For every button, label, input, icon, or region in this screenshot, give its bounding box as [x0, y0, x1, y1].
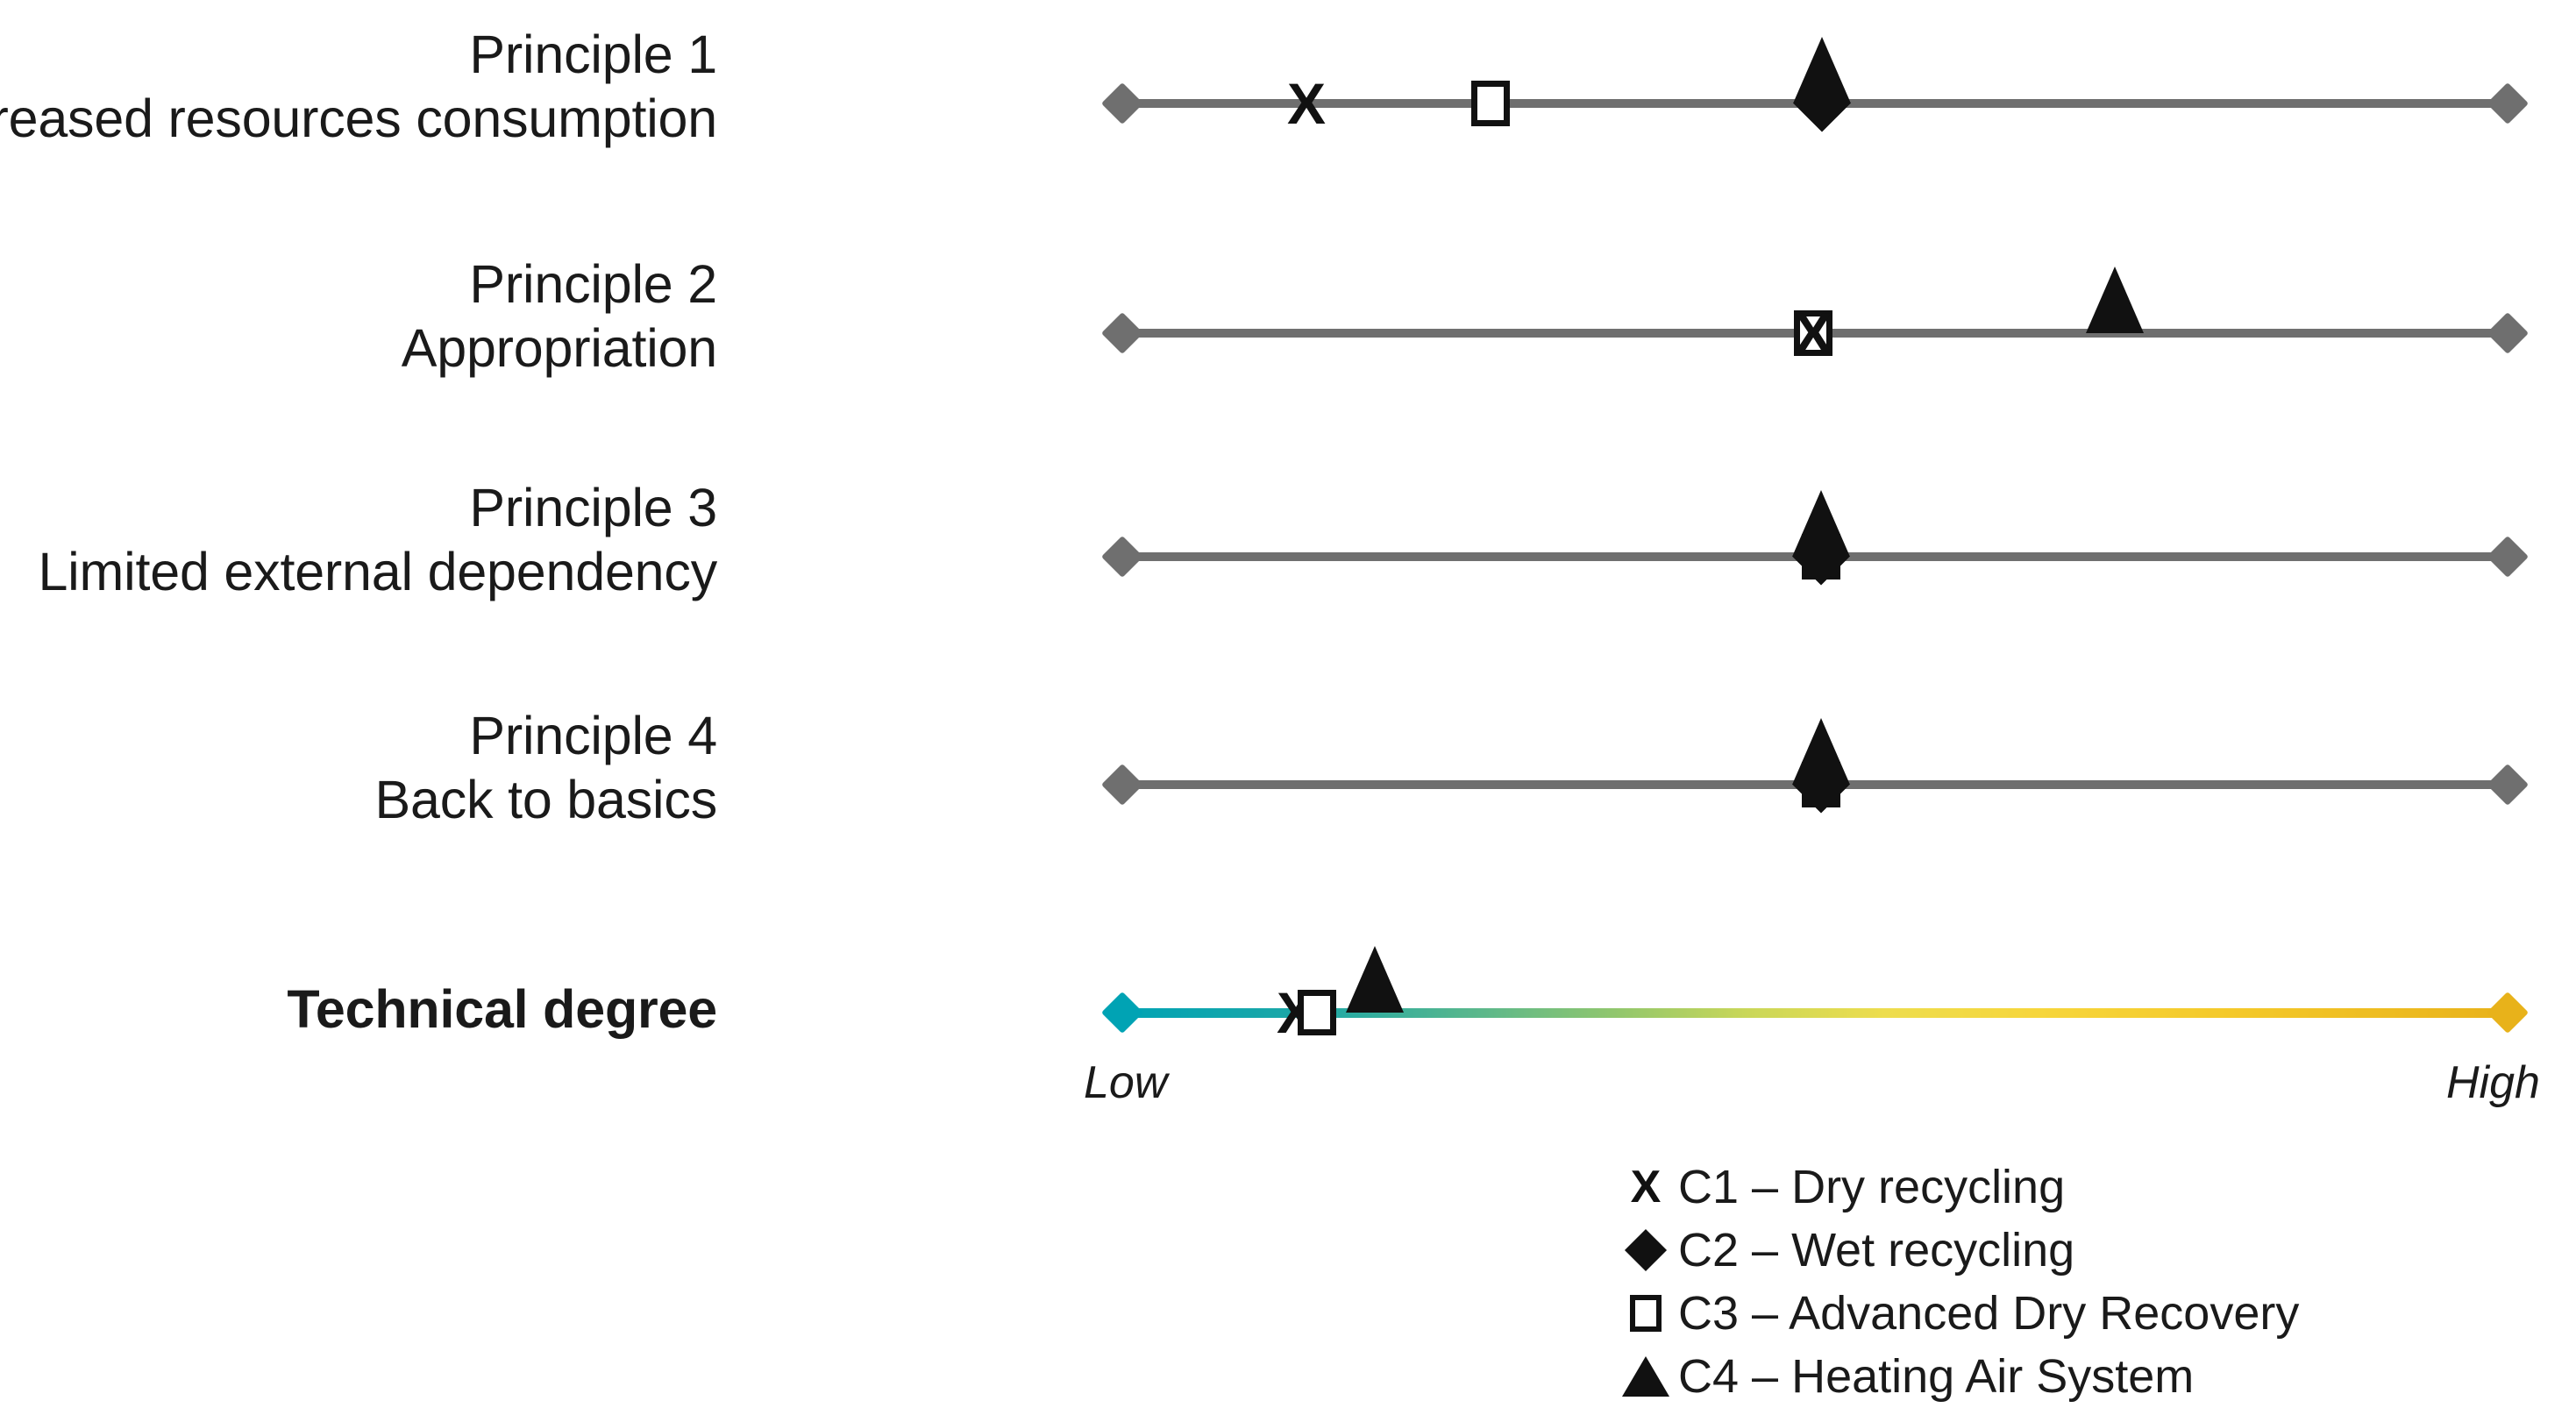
triangle-icon	[1622, 1356, 1669, 1397]
axis-endcap-left-icon	[1100, 991, 1144, 1035]
row-label-principle-4: Principle 4 Back to basics	[0, 704, 718, 832]
legend-label-c1: C1 – Dry recycling	[1678, 1161, 2066, 1213]
marker-c1-x-icon: X	[1286, 71, 1327, 136]
row-label-line2: Appropriation	[401, 318, 717, 379]
marker-c4-triangle-icon	[1346, 946, 1404, 1013]
axis-endcap-right-icon	[2486, 535, 2530, 579]
row-label-line2: Decreased resources consumption	[0, 89, 717, 149]
axis-line-gradient	[1122, 1008, 2508, 1018]
axis-label-high: High	[2446, 1057, 2540, 1108]
legend-symbol-wrap	[1613, 1228, 1678, 1272]
marker-c1-x-icon: X	[1793, 301, 1833, 366]
marker-c3-square-icon	[1794, 310, 1832, 356]
row-label-line1: Principle 2	[469, 254, 717, 314]
legend-item-c3: C3 – Advanced Dry Recovery	[1613, 1282, 2299, 1345]
legend-symbol-wrap	[1613, 1295, 1678, 1332]
marker-c4-triangle-icon	[2086, 267, 2144, 333]
legend-item-c2: C2 – Wet recycling	[1613, 1219, 2299, 1282]
legend: X C1 – Dry recycling C2 – Wet recycling …	[1613, 1156, 2299, 1408]
legend-symbol-wrap: X	[1613, 1164, 1678, 1210]
axis-endcap-right-icon	[2486, 991, 2530, 1035]
row-label-principle-3: Principle 3 Limited external dependency	[0, 476, 717, 604]
axis-endcap-left-icon	[1100, 82, 1144, 125]
axis-label-low: Low	[1084, 1057, 1168, 1108]
row-label-principle-2: Principle 2 Appropriation	[0, 252, 717, 380]
marker-c4-triangle-icon	[1793, 37, 1851, 103]
axis-endcap-right-icon	[2486, 311, 2530, 355]
axis-endcap-left-icon	[1100, 311, 1144, 355]
marker-c3-square-icon	[1298, 990, 1336, 1035]
axis-endcap-right-icon	[2486, 763, 2530, 807]
diamond-icon	[1624, 1228, 1668, 1272]
row-label-principle-1: Principle 1 Decreased resources consumpt…	[0, 23, 717, 151]
row-label-line1: Principle 3	[469, 478, 717, 537]
row-label-line1: Technical degree	[287, 979, 717, 1039]
legend-item-c4: C4 – Heating Air System	[1613, 1345, 2299, 1408]
axis-endcap-left-icon	[1100, 535, 1144, 579]
row-label-line2: Back to basics	[374, 770, 718, 830]
axis-endcap-right-icon	[2486, 82, 2530, 125]
legend-label-c4: C4 – Heating Air System	[1678, 1350, 2195, 1403]
axis-endcap-left-icon	[1100, 763, 1144, 807]
row-label-technical-degree: Technical degree	[0, 978, 717, 1042]
legend-label-c3: C3 – Advanced Dry Recovery	[1678, 1287, 2300, 1340]
x-icon: X	[1630, 1162, 1662, 1212]
row-label-line2: Limited external dependency	[38, 542, 717, 602]
marker-c4-triangle-icon	[1792, 490, 1850, 557]
legend-label-c2: C2 – Wet recycling	[1678, 1224, 2075, 1276]
marker-c4-triangle-icon	[1792, 718, 1850, 785]
legend-item-c1: X C1 – Dry recycling	[1613, 1156, 2299, 1219]
row-label-line1: Principle 4	[469, 706, 717, 765]
legend-symbol-wrap	[1613, 1356, 1678, 1397]
square-icon	[1630, 1295, 1662, 1332]
row-label-line1: Principle 1	[469, 25, 717, 84]
marker-c3-square-icon	[1471, 81, 1510, 126]
